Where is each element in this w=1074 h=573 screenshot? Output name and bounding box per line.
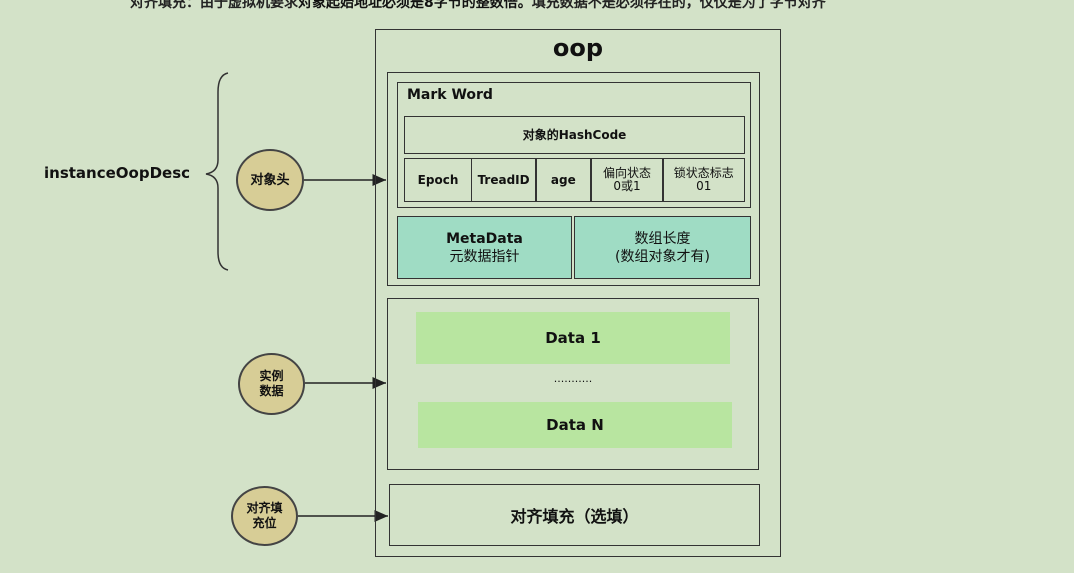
data-first-box: Data 1 <box>416 312 730 364</box>
oop-box <box>375 29 781 557</box>
array-length-line2: (数组对象才有) <box>615 248 710 265</box>
padding-box: 对齐填充（选填） <box>389 484 760 546</box>
padding-circle: 对齐填充位 <box>231 486 298 546</box>
caption-before: 对齐填充：由于虚拟机要求 <box>130 0 298 11</box>
top-caption: 对齐填充：由于虚拟机要求对象起始地址必须是8字节的整数倍。填充数据不是必须存在的… <box>0 0 1074 12</box>
data-last-box: Data N <box>418 402 732 448</box>
mark-word-cells: Epoch TreadID age 偏向状态 0或1 锁状态标志 01 <box>404 158 746 202</box>
array-length-box: 数组长度 (数组对象才有) <box>574 216 751 279</box>
hashcode-cell: 对象的HashCode <box>404 116 745 154</box>
metadata-box: MetaData 元数据指针 <box>397 216 572 279</box>
metadata-line2: 元数据指针 <box>449 248 520 265</box>
age-cell: age <box>535 158 592 202</box>
instance-data-circle: 实例数据 <box>238 353 305 415</box>
mark-word-title: Mark Word <box>407 87 493 103</box>
epoch-cell: Epoch <box>404 158 473 202</box>
oop-title: oop <box>552 34 604 62</box>
header-brace <box>205 72 229 271</box>
header-circle: 对象头 <box>236 149 304 211</box>
biased-state-cell: 偏向状态 0或1 <box>590 158 664 202</box>
instance-oop-desc-label: instanceOopDesc <box>44 164 191 182</box>
lock-flag-cell: 锁状态标志 01 <box>662 158 746 202</box>
caption-after: 填充数据不是必须存在的，仅仅是为了字节对齐 <box>531 0 826 11</box>
mark-word-box <box>397 82 751 208</box>
array-length-line1: 数组长度 <box>634 230 691 247</box>
instance-data-box <box>387 298 759 470</box>
metadata-line1: MetaData <box>446 230 523 247</box>
caption-highlight: 对象起始地址必须是8字节的整数倍。 <box>298 0 532 11</box>
threadid-cell: TreadID <box>470 158 537 202</box>
data-ellipsis: ........... <box>553 372 593 385</box>
object-header-box <box>387 72 760 286</box>
